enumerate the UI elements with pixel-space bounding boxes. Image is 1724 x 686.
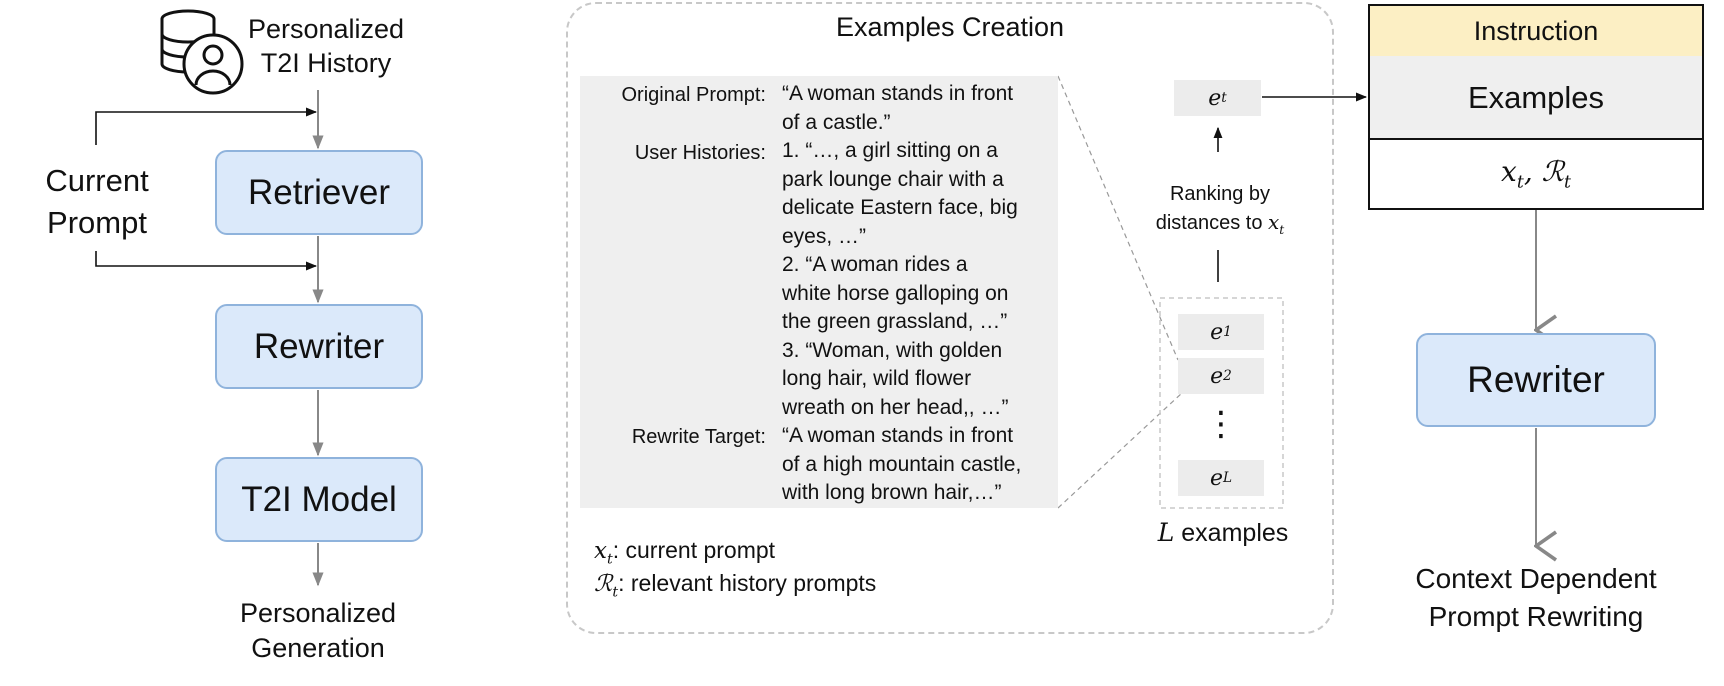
retriever-box: Retriever xyxy=(215,150,423,235)
t2i-model-label: T2I Model xyxy=(241,479,397,519)
current-prompt-label: Current Prompt xyxy=(45,163,149,240)
context-rewriting-label: Context Dependent Prompt Rewriting xyxy=(1415,563,1657,632)
l-examples-label: L examples xyxy=(1157,518,1289,547)
rewrite-target-text: “A woman stands in front of a high mount… xyxy=(782,424,1022,504)
user-histories-text: 1. “…, a girl sitting on a park lounge c… xyxy=(782,139,1018,419)
legend-rt: ℛt: relevant history prompts xyxy=(594,570,877,601)
history-label: Personalized T2I History xyxy=(247,14,405,78)
example-card xyxy=(580,76,1058,508)
legend-rt-symbol: ℛt xyxy=(594,571,619,601)
legend-xt-symbol: xt xyxy=(594,538,613,568)
database-user-icon xyxy=(156,6,246,96)
examples-block: Examples xyxy=(1368,56,1704,140)
rewriter-label-left: Rewriter xyxy=(253,326,385,366)
instruction-label: Instruction xyxy=(1473,15,1599,46)
retriever-label: Retriever xyxy=(248,172,390,212)
current-prompt-feed-top xyxy=(95,107,318,145)
query-block: xt, ℛt xyxy=(1368,138,1704,210)
query-label: xt, ℛt xyxy=(1501,155,1571,193)
rewriter-box-left: Rewriter xyxy=(215,304,423,389)
zoom-line-bottom xyxy=(1057,392,1183,509)
rewrite-target-label: Rewrite Target: xyxy=(631,426,766,448)
examples-group-box xyxy=(1159,297,1284,509)
examples-creation-title: Examples Creation xyxy=(835,12,1065,42)
examples-label: Examples xyxy=(1467,80,1605,115)
current-prompt-feed-bottom xyxy=(95,251,318,271)
rewriter-label-right: Rewriter xyxy=(1467,359,1605,400)
user-histories-label: User Histories: xyxy=(634,142,766,164)
instruction-block: Instruction xyxy=(1368,4,1704,58)
original-prompt-label: Original Prompt: xyxy=(621,84,767,106)
vertical-ellipsis: ⋮ xyxy=(1204,405,1238,443)
zoom-line-top xyxy=(1057,75,1179,361)
examples-creation-panel xyxy=(566,2,1334,634)
personalized-generation-label: Personalized Generation xyxy=(239,598,397,663)
rewriter-box-right: Rewriter xyxy=(1416,333,1656,427)
legend-xt: xt: current prompt xyxy=(594,537,776,568)
t2i-model-box: T2I Model xyxy=(215,457,423,542)
ranking-label: Ranking by distances to xt xyxy=(1155,183,1285,237)
original-prompt-text: “A woman stands in front of a castle.” xyxy=(782,82,1014,134)
